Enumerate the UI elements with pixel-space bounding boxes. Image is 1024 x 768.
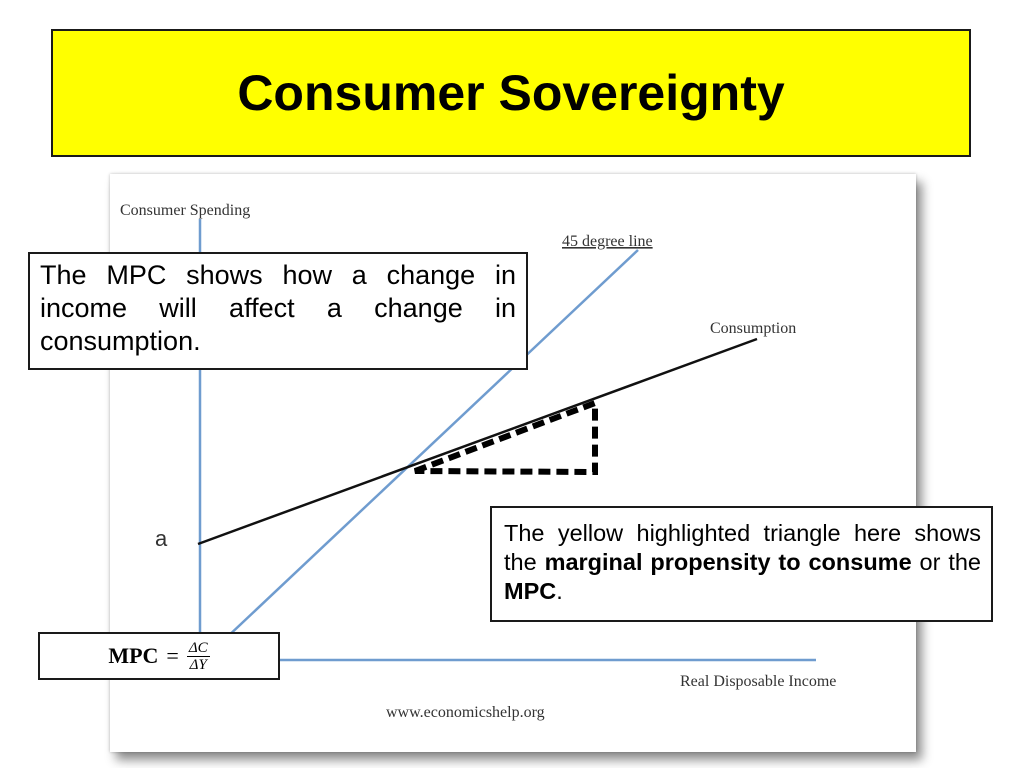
intercept-label: a — [155, 526, 168, 551]
formula-fraction: ΔC ΔY — [186, 639, 210, 673]
formula-lhs: MPC — [108, 643, 159, 668]
formula-denominator: ΔY — [189, 656, 207, 673]
consumption-line — [197, 337, 758, 546]
mpc-formula-box: MPC = ΔC ΔY — [38, 632, 280, 680]
mpc-diagram: Consumer Spending 45 degree line Consump… — [120, 202, 836, 721]
title-banner: Consumer Sovereignty — [51, 29, 971, 157]
formula-equals: = — [166, 643, 179, 668]
y-axis-label: Consumer Spending — [120, 202, 250, 219]
mpc-triangle — [413, 398, 598, 476]
slide-title: Consumer Sovereignty — [237, 65, 785, 121]
line-45-degree — [223, 249, 639, 641]
mpc-definition-callout: The MPC shows how a change in income wil… — [28, 252, 528, 370]
fraction-bar — [186, 655, 210, 657]
triangle-note-bold2: MPC — [504, 578, 557, 604]
consumption-label: Consumption — [710, 320, 796, 337]
triangle-note-bold1: marginal propensity to consume — [544, 549, 912, 575]
triangle-note-part1: The yellow highlighted triangle here sho… — [504, 520, 981, 575]
source-label: www.economicshelp.org — [386, 704, 545, 721]
mpc-definition-text: The MPC shows how a change in income wil… — [40, 260, 516, 356]
line-45-label: 45 degree line — [562, 233, 653, 250]
x-axis-label: Real Disposable Income — [680, 673, 836, 690]
triangle-note-part2: or the — [911, 549, 981, 575]
triangle-note-callout: The yellow highlighted triangle here sho… — [490, 506, 993, 622]
triangle-note-part3: . — [556, 578, 563, 604]
formula-numerator: ΔC — [188, 639, 208, 656]
